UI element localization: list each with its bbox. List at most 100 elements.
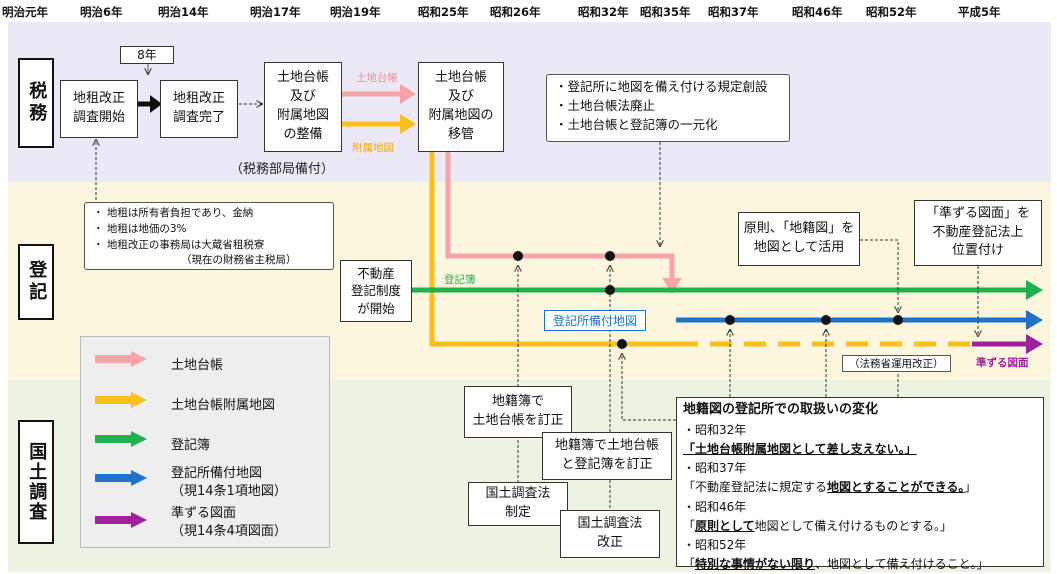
era-s35: 昭和35年 [640,5,691,19]
chiseki-both-line2: と登記簿を訂正 [561,457,653,472]
legend-item-junzuru: 準ずる図面 （現14条4項図面） [171,505,287,540]
junzuru-ichi-line1: 「準ずる図面」を [925,205,1030,221]
dot-s37-blue [725,315,735,325]
daicho-iko-line1: 土地台帳 [434,70,487,86]
legend-tokibo-text: 登記簿 [171,438,211,453]
box-survey-start: 地租改正 調査開始 [60,80,138,138]
fudosan-start-line1: 不動産 [357,265,395,281]
dot-s52-blue [893,315,903,325]
section-toki-text: 登記 [26,260,48,304]
label-bichi-line: 登記所備付地図 [544,310,647,331]
era-m1: 明治元年 [2,5,48,19]
gensoku-line2: 地図として活用 [753,240,845,255]
summary-s46-line: 「原則として地図として備え付けるものとする。」 [683,517,1037,536]
era-s46: 昭和46年 [792,5,843,19]
land-tax-notes: ・ 地租は所有者負担であり、金納 ・ 地租は地価の3% ・ 地租改正の事務局は大… [84,202,334,270]
era-s26: 昭和26年 [490,5,541,19]
box-kokudo-law: 国土調査法 制定 [468,482,568,526]
summary-s52-pre: 「 [683,557,696,572]
era-s37: 昭和37年 [708,5,759,19]
land-tax-note-3: ・ 地租改正の事務局は大蔵省租税寮 [93,238,265,251]
year8-badge: 8年 [120,46,174,64]
label-tokibo-line: 登記簿 [444,274,476,286]
section-zeimu-label: 税務 [18,58,54,148]
summary-s52-post: 、地図として備え付けること。」 [815,557,989,572]
dashed-connectors [96,140,978,510]
kokudo-law-line1: 国土調査法 [485,486,551,502]
reform-note-3: ・土地台帳と登記簿の一元化 [555,116,718,132]
summary-s52-line: 「特別な事情がない限り、地図として備え付けること。」 [683,555,1037,574]
legend-swatch-blue [95,470,147,486]
label-daicho-line: 土地台帳 [356,72,398,84]
daicho-iko-line4: 移管 [447,126,474,142]
box-kokudo-rev: 国土調査法 改正 [560,510,660,558]
summary-s46-post: 地図として備え付けるものとする。」 [754,518,952,533]
box-daicho-iko: 土地台帳 及び 附属地図の 移管 [418,62,504,152]
summary-title: 地籍図の登記所での取扱いの変化 [683,402,879,417]
summary-s46-year: ・昭和46年 [683,499,747,514]
arrow-pink-iko-head [400,84,416,104]
line-pink-daicho [445,152,675,280]
legend-swatch-pink [95,351,147,367]
legend-item-fuzoku: 土地台帳附属地図 [171,397,275,415]
legend-swatches [95,351,147,528]
summary-s37-year: ・昭和37年 [683,461,747,476]
legend-daicho-text: 土地台帳 [171,358,224,373]
zeimu-bukyoku-note: （税務部局備付） [230,162,335,177]
summary-s32-year: ・昭和32年 [683,422,747,437]
land-tax-note-2: ・ 地租は地価の3% [93,222,187,235]
gensoku-line1: 原則、「地籍図」を [743,221,855,237]
legend-fuzoku-text: 土地台帳附属地図 [171,398,276,413]
land-tax-note-4: （現在の財務省主税局） [181,254,297,267]
arrow-survey-head [150,95,162,113]
reform-notes: ・登記所に地図を備え付ける規定創設 ・土地台帳法廃止 ・土地台帳と登記簿の一元化 [546,74,790,142]
line-pink-daicho-head [662,278,682,294]
era-h5: 平成5年 [958,5,1001,19]
box-chiseki-both: 地籍簿で土地台帳 と登記簿を訂正 [542,432,672,480]
section-zeimu-text: 税務 [26,81,48,125]
section-toki-label: 登記 [18,244,54,320]
label-houmu: （法務省運用改正） [842,355,951,372]
daicho-seibi-line4: の整備 [283,126,323,142]
legend-junzuru-text2: （現14条4項図面） [171,523,287,539]
summary-s46-pre: 「 [683,518,696,533]
land-tax-note-1: ・ 地租は所有者負担であり、金納 [93,207,254,219]
daicho-seibi-line2: 及び [289,89,316,105]
legend-panel: 土地台帳 土地台帳附属地図 登記簿 登記所備付地図 （現14条1項地図） 準ずる… [80,336,330,548]
chiseki-daicho-line1: 地籍簿で [491,394,544,410]
chiseki-both-line1: 地籍簿で土地台帳 [554,438,659,454]
kokudo-rev-line2: 改正 [596,535,623,550]
summary-s46-bold: 原則として [695,518,755,533]
line-green-head [1026,280,1043,300]
era-m6: 明治6年 [80,5,123,19]
dot-s32-orange [617,339,627,349]
survey-start-line1: 地租改正 [72,91,125,107]
fudosan-start-line3: が開始 [357,300,395,316]
era-m17: 明治17年 [250,5,301,19]
summary-s37-line: 「不動産登記法に規定する地図とすることができる。」 [683,478,1037,497]
era-s32: 昭和32年 [578,5,629,19]
dot-s35-pink [605,251,615,261]
line-orange-fuzoku [429,152,676,347]
box-daicho-seibi: 土地台帳 及び 附属地図 の整備 [264,62,342,152]
summary-s32-text: 「土地台帳附属地図として差し支えない。」 [683,441,917,456]
dot-s26-pink [513,251,523,261]
box-junzuru-ichi: 「準ずる図面」を 不動産登記法上 位置付け [914,200,1042,266]
box-gensoku: 原則、「地籍図」を 地図として活用 [738,212,860,266]
summary-panel: 地籍図の登記所での取扱いの変化 ・昭和32年 「土地台帳附属地図として差し支えな… [676,397,1044,571]
survey-start-line2: 調査開始 [72,110,125,125]
legend-bichi-text2: （現14条1項地図） [171,483,287,499]
summary-s52-bold: 特別な事情がない限り [695,557,816,572]
kokudo-rev-line1: 国土調査法 [577,516,643,532]
era-m19: 明治19年 [330,5,381,19]
section-kokudo-text: 国土調査 [26,442,48,522]
reform-note-1: ・登記所に地図を備え付ける規定創設 [555,79,768,94]
junzuru-ichi-line2: 不動産登記法上 [932,224,1024,240]
legend-swatch-purple [95,512,147,528]
legend-swatch-orange [95,392,147,408]
summary-s37-bold: 地図とすることができる。 [827,480,965,495]
kokudo-law-line2: 制定 [504,505,531,520]
summary-s37-post: 」 [964,480,977,495]
box-survey-end: 地租改正 調査完了 [160,80,238,138]
